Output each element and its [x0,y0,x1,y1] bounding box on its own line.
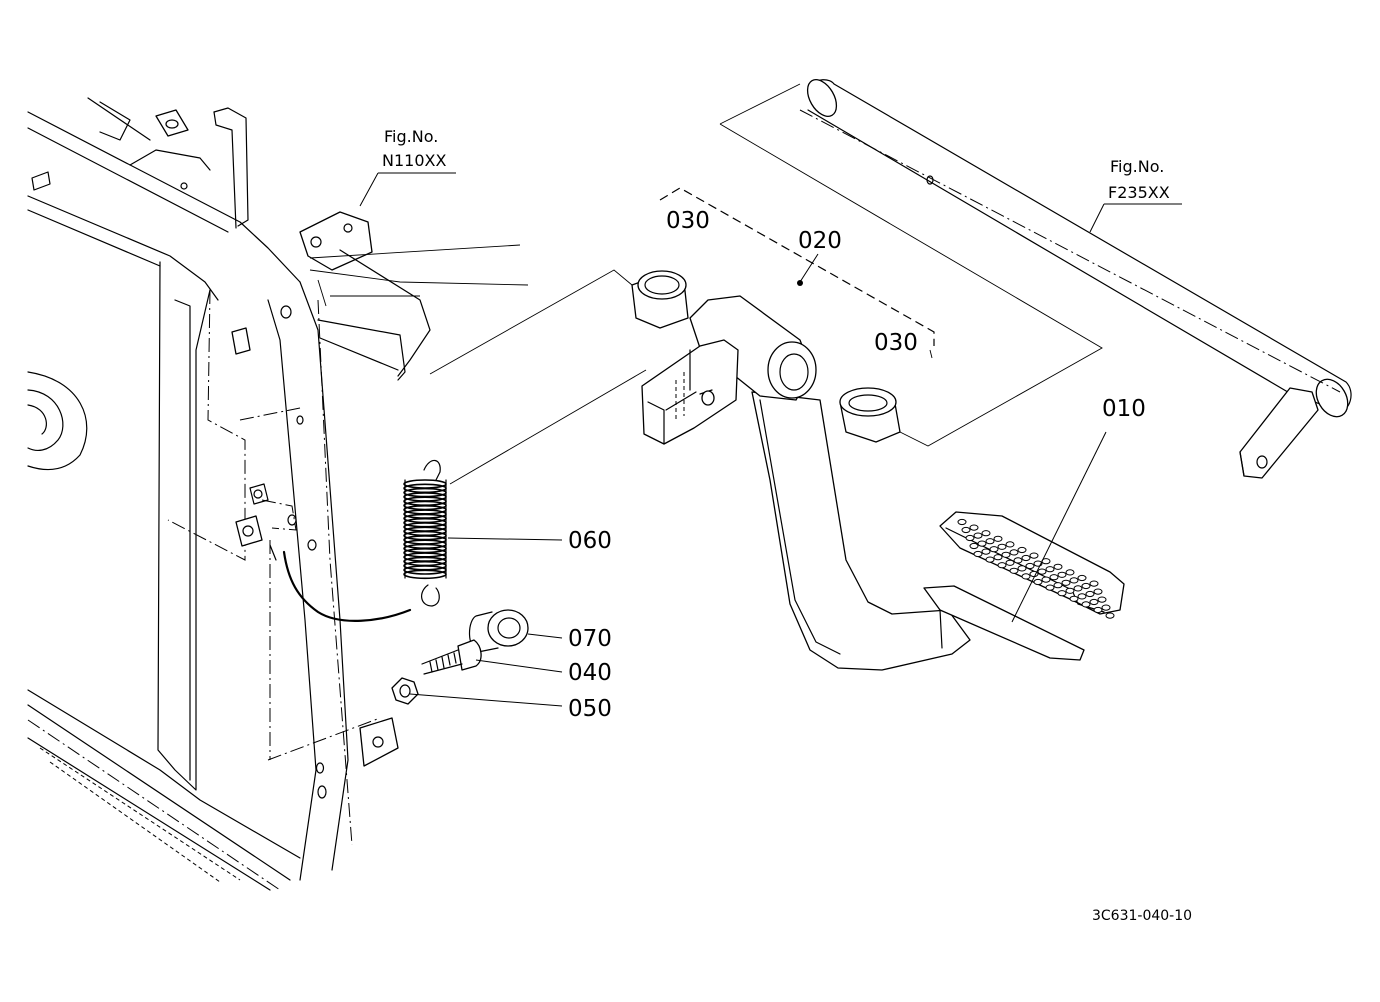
tread-stud [1033,578,1043,586]
leader-lines [359,172,1182,707]
tread-stud [1017,546,1027,554]
tread-stud [1029,552,1039,559]
tread-stud [1069,577,1079,584]
tread-stud [973,550,983,558]
part-label-020: 020 [798,228,842,254]
tread-stud [1005,559,1015,566]
reference-n110xx: Fig.No. N110XX [382,127,446,170]
part-label-070: 070 [568,626,612,652]
tread-stud [997,543,1007,550]
tread-stud [1009,567,1019,574]
tread-stud [1105,612,1115,619]
tread-stud [1061,579,1071,586]
tread-stud [981,530,991,537]
part-label-030-left: 030 [666,208,710,234]
tread-stud [977,540,987,547]
tread-stud [1097,596,1107,603]
part-label-050: 050 [568,696,612,722]
tread-stud [1101,604,1111,611]
tread-stud [1005,541,1015,548]
tread-stud [1077,593,1087,600]
reference-f235xx: Fig.No. F235XX [1108,157,1170,202]
tread-stud [1049,574,1059,581]
tread-stud [985,556,995,563]
frame-structure [27,97,529,891]
bolt-nut-collar [391,609,529,705]
tread-stud [1017,565,1027,572]
ref-fig-code: F235XX [1108,183,1170,202]
tread-stud [1065,587,1075,594]
pedal-assembly [631,270,1125,671]
ref-fig-code: N110XX [382,151,446,170]
tread-stud [1045,584,1055,591]
tread-stud [1025,562,1035,570]
tread-stud [973,532,983,539]
tread-stud [997,562,1007,569]
part-label-060: 060 [568,528,612,554]
tread-stud [1045,566,1055,573]
tread-stud [1021,573,1031,580]
tread-stud [969,524,979,531]
tread-stud [1085,590,1095,598]
tread-stud [1021,554,1031,562]
tread-stud [1053,563,1063,570]
tread-stud [985,538,995,545]
tread-stud [957,518,967,526]
tread-stud [981,548,991,555]
tread-stud [961,526,971,534]
part-label-030-right: 030 [874,330,918,356]
tread-stud [1081,601,1091,608]
tread-stud [1065,569,1075,576]
tread-stud [1041,576,1051,583]
tread-stud [1089,598,1099,606]
tread-stud [1093,606,1103,614]
tread-stud [1053,582,1063,589]
tread-stud [1073,585,1083,592]
pedal-shaft [799,79,1352,479]
tread-stud [1057,590,1067,597]
tread-stud [1009,549,1019,556]
tread-stud [1057,571,1067,578]
tread-stud [993,554,1003,561]
tread-stud [1081,582,1091,590]
tread-stud [969,542,979,550]
guide-lines [429,83,1103,485]
drawing-code: 3C631-040-10 [1092,908,1192,924]
tread-stud [965,534,975,542]
part-label-010: 010 [1102,396,1146,422]
ref-fig-label: Fig.No. [384,127,438,146]
tread-stud [993,535,1003,542]
part-label-040: 040 [568,660,612,686]
tread-stud [1001,551,1011,558]
tread-stud [1069,595,1079,602]
tread-stud [1037,568,1047,575]
tread-stud [989,546,999,553]
return-spring [269,459,447,622]
tread-stud [1089,580,1099,587]
tread-stud [1093,588,1103,595]
ref-fig-label: Fig.No. [1110,157,1164,176]
tread-stud [1077,574,1087,582]
tread-stud [1013,557,1023,564]
